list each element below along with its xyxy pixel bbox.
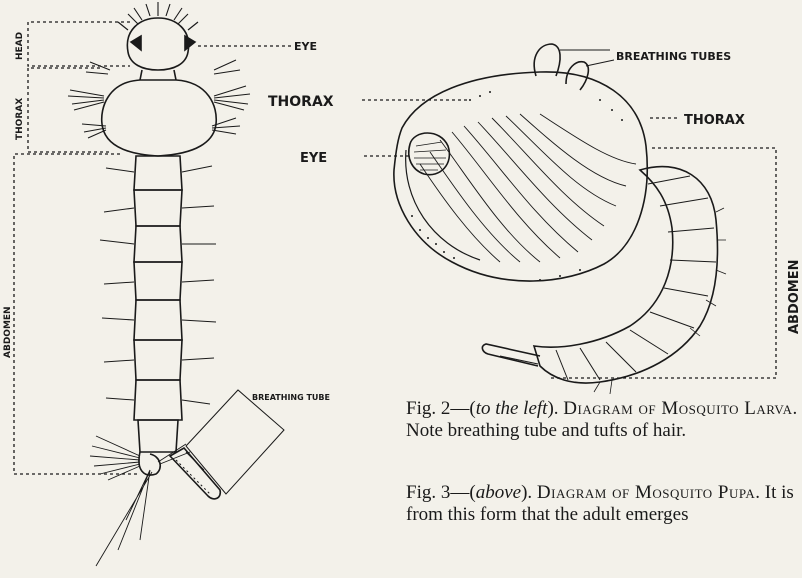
caption-fig2: Fig. 2—(to the left). Diagram of Mosquit… <box>406 398 798 442</box>
hair-tufts <box>68 60 250 138</box>
label-thorax-right: THORAX <box>684 113 745 128</box>
larva-eye-left <box>131 36 141 50</box>
label-breathing-tube-larva: BREATHING TUBE <box>252 393 330 402</box>
label-thorax-larva: THORAX <box>15 98 25 140</box>
label-eye-larva: EYE <box>294 40 317 53</box>
larva-thorax <box>102 80 217 156</box>
pupa-brackets <box>362 50 776 378</box>
pupa-drawing <box>394 44 726 394</box>
label-breathing-tubes-pupa: BREATHING TUBES <box>616 50 731 63</box>
label-abdomen-pupa: ABDOMEN <box>787 259 802 334</box>
pupa-cephalothorax <box>394 72 647 281</box>
larva-breathing-tube <box>170 448 220 499</box>
larva-eye-right <box>185 36 195 50</box>
larva-drawing <box>68 2 284 566</box>
pupa-breathing-tubes <box>534 44 588 90</box>
label-abdomen-larva: ABDOMEN <box>3 306 13 358</box>
label-eye-pupa: EYE <box>300 151 327 166</box>
larva-brackets <box>14 22 292 474</box>
caption-fig3: Fig. 3—(above). Diagram of Mosquito Pupa… <box>406 482 798 526</box>
pupa-eye <box>409 133 450 175</box>
label-thorax-pupa: THORAX <box>268 94 334 110</box>
larva-abdomen <box>90 156 216 566</box>
label-head: HEAD <box>15 32 25 60</box>
